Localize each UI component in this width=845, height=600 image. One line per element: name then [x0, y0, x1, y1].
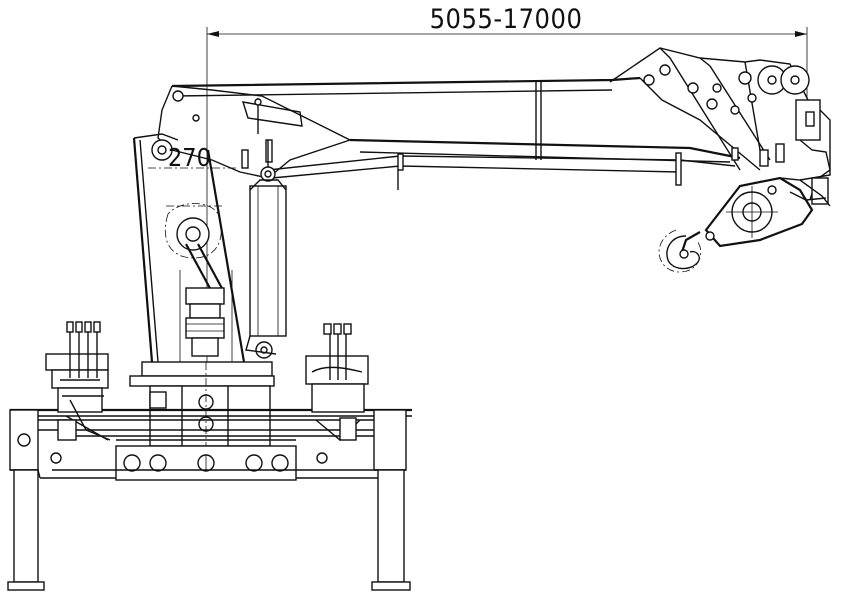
luffing-cylinder [245, 140, 287, 359]
hook-block [658, 176, 831, 273]
slewing-column: 270 [132, 133, 246, 363]
reach-dimension: 5055-17000 [206, 4, 808, 440]
control-valve-right [50, 323, 369, 464]
control-valve-left [45, 321, 111, 441]
boom-head [609, 47, 831, 205]
reach-dimension-label: 5055-17000 [430, 4, 583, 35]
outrigger-right [371, 409, 411, 591]
offset-dimension-label: 270 [168, 143, 211, 172]
telescopic-boom [157, 76, 741, 190]
outrigger-left [7, 409, 45, 591]
